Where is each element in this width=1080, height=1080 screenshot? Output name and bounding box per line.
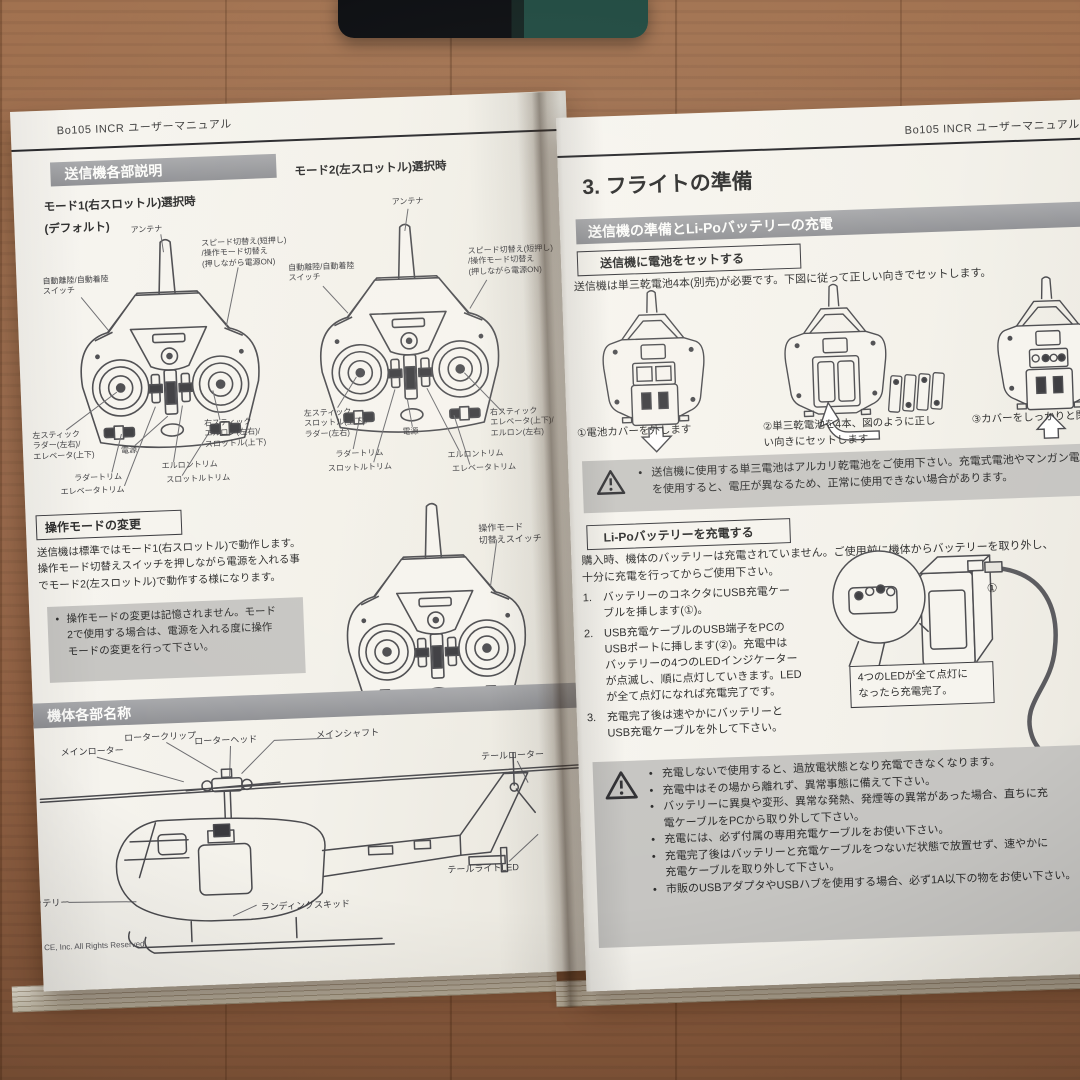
battery-step3-diagram: [994, 274, 1080, 439]
right-page: Bo105 INCR ユーザーマニュアル 3. フライトの準備 送信機の準備とL…: [556, 97, 1080, 992]
left-page: Bo105 INCR ユーザーマニュアル 送信機各部説明 モード2(左スロットル…: [10, 90, 600, 992]
label-speed-switch-m1: スピード切替え(短押し) /操作モード切替え (押しながら電源ON): [201, 235, 287, 269]
mode-change-note: • 操作モードの変更は記憶されません。モード 2で使用する場合は、電源を入れる度…: [47, 597, 306, 683]
right-page-header: Bo105 INCR ユーザーマニュアル: [904, 118, 1080, 137]
caption-step2: ②単三乾電池を4本、図のように正し い向きにセットします: [762, 414, 936, 450]
label-battery: バッテリー: [24, 897, 70, 910]
battery-setup-title: 送信機に電池をセットする: [576, 243, 802, 277]
right-header-rule: [557, 135, 1080, 158]
label-power-m1: 電源: [120, 445, 138, 455]
label-left-stick-m2: 左スティック スロットル(上下)/ ラダー(左右): [303, 407, 368, 439]
label-antenna-m1: アンテナ: [130, 224, 163, 235]
warning-item: 送信機に使用する単三電池はアルカリ乾電池をご使用下さい。充電式電池やマンガン電池…: [638, 450, 1080, 499]
label-rudder-trim-m1: ラダートリム: [73, 471, 123, 483]
label-right-stick-m2: 右スティック エレベータ(上下)/ エルロン(左右): [489, 405, 554, 438]
label-rudder-trim-m2: ラダートリム: [335, 447, 384, 459]
helicopter-diagram: [39, 752, 589, 954]
chapter-title: 3. フライトの準備: [582, 170, 754, 200]
led-callout: 4つのLEDが全て点灯に なったら充電完了。: [849, 661, 995, 708]
figure-marker-1: ①: [986, 580, 998, 596]
caption-step3: ③カバーをしっかりと閉じます: [971, 408, 1080, 426]
label-auto-switch-m2: 自動離陸/自動着陸 スイッチ: [288, 260, 355, 283]
label-antenna-m2: アンテナ: [391, 196, 424, 207]
label-main-rotor: メインローター: [60, 745, 124, 758]
label-main-shaft: メインシャフト: [315, 727, 380, 740]
label-tail-rotor: テールローター: [480, 748, 545, 762]
label-rotor-head: ローターヘッド: [194, 733, 258, 747]
battery-step1-diagram: [600, 288, 707, 453]
leader-lines: [65, 208, 539, 917]
label-speed-switch-m2: スピード切替え(短押し) /操作モード切替え (押しながら電源ON): [467, 243, 554, 277]
label-right-stick-m1: 右スティック エルロン(左右)/ スロットル(上下): [203, 416, 267, 449]
charging-figure: [832, 550, 1080, 798]
label-aileron-trim-m2: エルロントリム: [447, 448, 504, 460]
object-on-table: [338, 0, 648, 38]
label-aileron-trim-m1: エルロントリム: [161, 459, 218, 471]
label-mode-switch: 操作モード 切替えスイッチ: [478, 521, 542, 546]
warning-icon: [593, 760, 650, 802]
battery-step2-diagram: [781, 281, 889, 441]
label-power-m2: 電源: [402, 426, 419, 437]
aa-batteries-icon: [887, 372, 945, 413]
section-bar-charging: 送信機の準備とLi-Poバッテリーの充電: [575, 200, 1080, 245]
warning-icon: [582, 459, 639, 497]
warning-box-batteries: 送信機に使用する単三電池はアルカリ乾電池をご使用下さい。充電式電池やマンガン電池…: [581, 442, 1080, 514]
label-auto-switch-m1: 自動離陸/自動着陸 スイッチ: [42, 274, 109, 297]
lipo-charge-title: Li-Poバッテリーを充電する: [586, 518, 791, 551]
label-left-stick-m1: 左スティック ラダー(左右)/ エレベータ(上下): [32, 429, 95, 462]
warning-box-charging: 充電しないで使用すると、過放電状態となり充電できなくなります。 充電中はその場か…: [592, 742, 1080, 949]
